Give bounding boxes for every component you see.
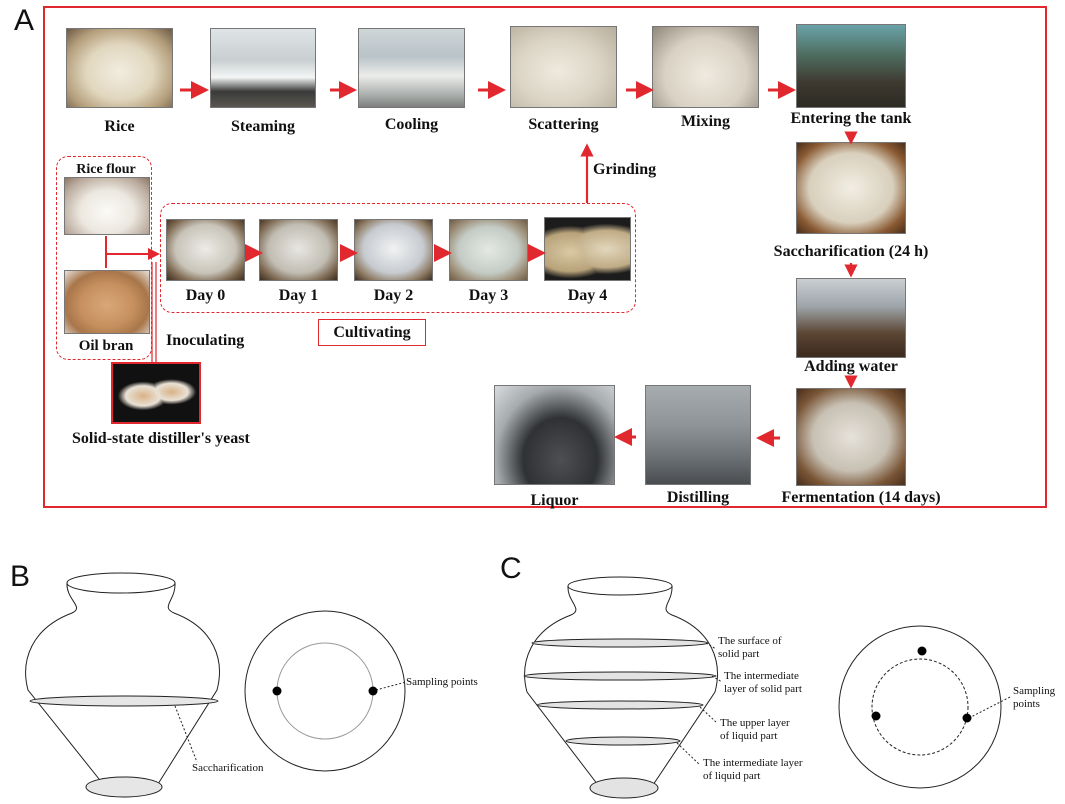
- sampling-point-c1: [917, 646, 927, 656]
- sampling-point-c3: [962, 713, 972, 723]
- step-label-liquor: Liquor: [530, 492, 579, 509]
- layer3-label-line1: The upper layer: [720, 717, 790, 729]
- jar-c-left-wall: [524, 585, 599, 786]
- layer3-label: The upper layer of liquid part: [720, 717, 790, 743]
- oil-bran-label: Oil bran: [78, 338, 134, 354]
- step-label-mixing: Mixing: [681, 113, 730, 130]
- inoculating-label: Inoculating: [166, 332, 245, 349]
- step-label-fermentation: Fermentation (14 days): [781, 489, 941, 506]
- cultivating-label: Cultivating: [333, 324, 411, 341]
- layer-intermediate-solid: [523, 671, 717, 681]
- step-label-scattering: Scattering: [528, 116, 599, 133]
- layer4-label: The intermediate layer of liquid part: [703, 757, 803, 783]
- layer3-label-line2: of liquid part: [720, 730, 778, 742]
- saccharification-photo: [796, 142, 906, 234]
- jar-c-top-view-outer: [838, 625, 1002, 789]
- day0-photo: [166, 219, 245, 281]
- panel-label-b: B: [10, 560, 31, 593]
- layer4-label-line1: The intermediate layer: [703, 757, 803, 769]
- step-label-steaming: Steaming: [231, 118, 295, 135]
- layer1-label: The surface of solid part: [718, 635, 782, 661]
- jar-c-base: [589, 777, 659, 799]
- panel-label-a: A: [14, 4, 35, 37]
- grinding-label: Grinding: [593, 161, 657, 178]
- panel-label-c: C: [500, 552, 522, 585]
- layer-surface-solid: [531, 638, 709, 648]
- layer-upper-liquid: [536, 700, 704, 710]
- cultivating-box: [160, 203, 636, 313]
- day4-photo: [544, 217, 631, 281]
- day0-label: Day 0: [185, 287, 226, 304]
- jar-b-saccharification-layer: [29, 695, 219, 707]
- layer2-label-line2: layer of solid part: [724, 683, 802, 695]
- day2-label: Day 2: [373, 287, 414, 304]
- day1-label: Day 1: [278, 287, 319, 304]
- cooling-photo: [358, 28, 465, 108]
- day3-label: Day 3: [468, 287, 509, 304]
- oil-bran-photo: [64, 270, 150, 334]
- jar-c-top-view-inner: [871, 658, 969, 756]
- day4-label: Day 4: [567, 287, 608, 304]
- distilling-photo: [645, 385, 751, 485]
- layer2-label: The intermediate layer of solid part: [724, 670, 802, 696]
- step-label-entering-tank: Entering the tank: [790, 110, 912, 127]
- process-frame: [43, 6, 1047, 508]
- sampling-points-label-b: Sampling points: [406, 676, 478, 688]
- sampling-label-c-line2: points: [1013, 698, 1040, 710]
- sampling-points-label-c: Sampling points: [1013, 685, 1055, 711]
- rice-flour-label: Rice flour: [76, 162, 136, 177]
- scattering-photo: [510, 26, 617, 108]
- sampling-point-b1: [272, 686, 282, 696]
- sampling-point-c2: [871, 711, 881, 721]
- jar-b-left-wall: [25, 582, 104, 785]
- layer1-label-line2: solid part: [718, 648, 760, 660]
- liquor-photo: [494, 385, 615, 485]
- layer1-label-line1: The surface of: [718, 635, 782, 647]
- jar-b-top-view-outer: [244, 610, 406, 772]
- jar-b-right-wall: [157, 582, 220, 785]
- yeast-label: Solid-state distiller's yeast: [72, 430, 250, 447]
- layer-intermediate-liquid: [565, 736, 681, 746]
- sampling-label-c-line1: Sampling: [1013, 685, 1056, 697]
- layer2-label-line1: The intermediate: [724, 670, 799, 682]
- cultivating-tag: Cultivating: [318, 319, 426, 346]
- layer4-label-line2: of liquid part: [703, 770, 761, 782]
- step-label-distilling: Distilling: [666, 489, 730, 506]
- jar-c-mouth: [567, 576, 673, 596]
- saccharification-label-b: Saccharification: [192, 762, 264, 774]
- step-label-rice: Rice: [104, 118, 135, 135]
- adding-water-photo: [796, 278, 906, 358]
- mixing-photo: [652, 26, 759, 108]
- yeast-photo: [111, 362, 201, 424]
- jar-b-base: [85, 776, 163, 798]
- steaming-photo: [210, 28, 316, 108]
- rice-flour-photo: [64, 177, 150, 235]
- sampling-leader-b: [375, 681, 407, 691]
- step-label-cooling: Cooling: [384, 116, 439, 133]
- step-label-saccharification: Saccharification (24 h): [773, 243, 929, 260]
- day1-photo: [259, 219, 338, 281]
- jar-c-right-wall: [652, 585, 718, 786]
- step-label-adding-water: Adding water: [804, 358, 898, 375]
- sampling-point-b2: [368, 686, 378, 696]
- rice-photo: [66, 28, 173, 108]
- entering-tank-photo: [796, 24, 906, 108]
